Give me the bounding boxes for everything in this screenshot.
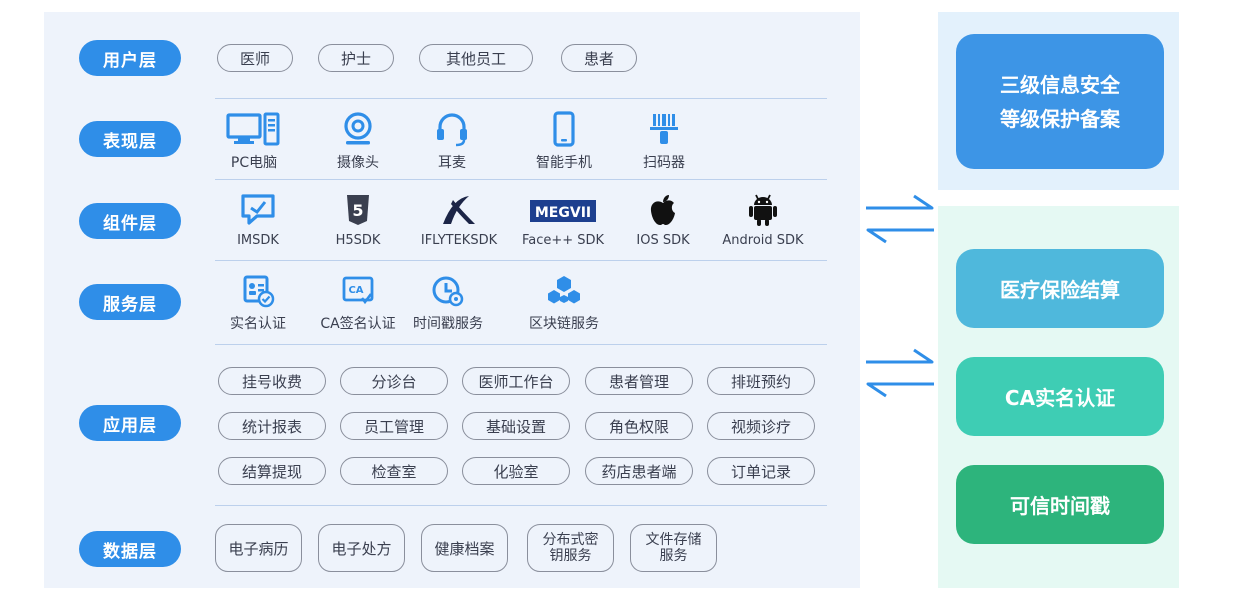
divider	[215, 260, 827, 261]
layer-label-presentation: 表现层	[79, 121, 181, 157]
device-label: 扫码器	[643, 155, 685, 171]
data-eprescription-box: 电子处方	[318, 524, 405, 572]
security-certification-box: 三级信息安全 等级保护备案	[956, 34, 1164, 169]
layer-label-data: 数据层	[79, 531, 181, 567]
component-label: Face++ SDK	[521, 233, 605, 248]
app-video-consultation-pill: 视频诊疗	[707, 412, 815, 440]
security-line2: 等级保护备案	[1000, 106, 1120, 131]
component-ios-sdk: IOS SDK	[615, 192, 711, 248]
medical-insurance-box: 医疗保险结算	[956, 249, 1164, 328]
ca-certificate-icon: CA	[342, 276, 374, 305]
app-exam-room-pill: 检查室	[340, 457, 448, 485]
data-storage-line2: 服务	[659, 548, 688, 564]
app-triage-pill: 分诊台	[340, 367, 448, 395]
security-line1: 三级信息安全	[1000, 72, 1120, 97]
component-android-sdk: Android SDK	[715, 192, 811, 248]
service-label: 区块链服务	[529, 316, 599, 332]
layer-label-component: 组件层	[79, 203, 181, 239]
data-storage-box: 文件存储 服务	[630, 524, 717, 572]
service-label: 时间戳服务	[413, 316, 483, 332]
app-order-record-pill: 订单记录	[707, 457, 815, 485]
blockchain-icon	[548, 276, 580, 304]
app-patient-management-pill: 患者管理	[585, 367, 693, 395]
divider	[215, 98, 827, 99]
device-label: 摄像头	[337, 155, 379, 171]
app-staff-management-pill: 员工管理	[340, 412, 448, 440]
ca-badge-text: CA	[348, 285, 363, 296]
component-label: Android SDK	[722, 233, 804, 248]
smartphone-icon	[553, 111, 575, 147]
app-role-permission-pill: 角色权限	[585, 412, 693, 440]
component-label: IFLYTEKSDK	[420, 233, 498, 248]
service-blockchain: 区块链服务	[516, 274, 612, 333]
device-pc: PC电脑	[206, 111, 302, 172]
exchange-arrows-icon	[866, 348, 934, 398]
layer-label-service: 服务层	[79, 284, 181, 320]
app-pharmacy-patient-pill: 药店患者端	[585, 457, 693, 485]
layer-label-user: 用户层	[79, 40, 181, 76]
data-kms-line2: 钥服务	[549, 548, 592, 564]
exchange-arrows-icon	[866, 194, 934, 244]
divider	[215, 344, 827, 345]
component-h5-sdk: 5 H5SDK	[310, 192, 406, 248]
user-doctor-pill: 医师	[217, 44, 293, 72]
clock-icon	[432, 276, 464, 307]
webcam-icon	[344, 112, 372, 145]
device-smartphone: 智能手机	[516, 111, 612, 172]
id-card-check-icon	[243, 275, 275, 308]
device-label: 智能手机	[536, 155, 592, 171]
component-im-sdk: IMSDK	[210, 192, 306, 248]
megvii-logo-text: MEGVII	[535, 205, 591, 221]
app-statistics-pill: 统计报表	[218, 412, 326, 440]
service-label: CA签名认证	[320, 316, 396, 332]
component-label: H5SDK	[335, 233, 381, 248]
data-kms-line1: 分布式密	[542, 532, 599, 548]
service-label: 实名认证	[230, 316, 286, 332]
android-icon	[749, 194, 777, 226]
app-basic-settings-pill: 基础设置	[462, 412, 570, 440]
device-label: PC电脑	[230, 155, 278, 171]
app-lab-pill: 化验室	[462, 457, 570, 485]
component-iflytek-sdk: IFLYTEKSDK	[411, 192, 507, 248]
service-ca-signature: CA CA签名认证	[310, 274, 406, 333]
data-health-records-box: 健康档案	[421, 524, 508, 572]
svg-text:5: 5	[352, 201, 363, 220]
device-webcam: 摄像头	[310, 111, 406, 172]
ca-real-name-box: CA实名认证	[956, 357, 1164, 436]
barcode-scanner-icon	[650, 114, 678, 144]
chat-icon	[241, 194, 275, 225]
app-registration-pill: 挂号收费	[218, 367, 326, 395]
data-storage-line1: 文件存储	[645, 532, 702, 548]
headset-icon	[437, 113, 467, 147]
data-kms-box: 分布式密 钥服务	[527, 524, 614, 572]
desktop-pc-icon	[226, 112, 280, 146]
trusted-timestamp-box: 可信时间戳	[956, 465, 1164, 544]
iflytek-logo-icon	[443, 196, 475, 224]
user-nurse-pill: 护士	[318, 44, 394, 72]
component-face-sdk: MEGVII Face++ SDK	[515, 192, 611, 248]
html5-icon: 5	[347, 195, 369, 225]
device-label: 耳麦	[438, 155, 466, 171]
data-emr-box: 电子病历	[215, 524, 302, 572]
apple-icon	[650, 195, 675, 225]
component-label: IMSDK	[237, 233, 279, 248]
service-timestamp: 时间戳服务	[400, 274, 496, 333]
component-label: IOS SDK	[636, 233, 690, 248]
app-scheduling-pill: 排班预约	[707, 367, 815, 395]
device-scanner: 扫码器	[616, 111, 712, 172]
device-headset: 耳麦	[404, 111, 500, 172]
megvii-logo-icon: MEGVII	[530, 200, 596, 222]
app-settlement-pill: 结算提现	[218, 457, 326, 485]
user-staff-pill: 其他员工	[419, 44, 533, 72]
divider	[215, 505, 827, 506]
user-patient-pill: 患者	[561, 44, 637, 72]
service-real-name: 实名认证	[210, 274, 306, 333]
app-doctor-workbench-pill: 医师工作台	[462, 367, 570, 395]
layer-label-application: 应用层	[79, 405, 181, 441]
divider	[215, 179, 827, 180]
